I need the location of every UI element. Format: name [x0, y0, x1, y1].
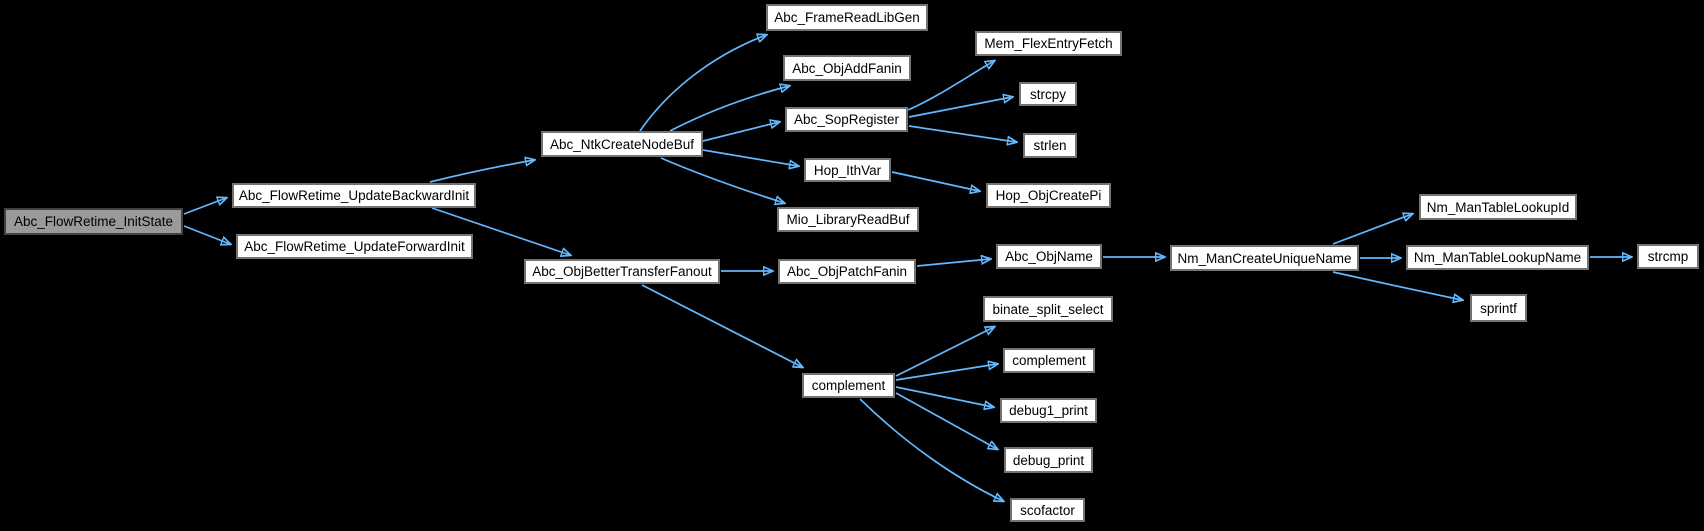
- edge-sopregister-memflexentryfetch: [907, 61, 994, 111]
- node-nm-mancreateuniquename[interactable]: Nm_ManCreateUniqueName: [1170, 245, 1359, 271]
- edge-sopregister-strlen: [908, 125, 1016, 142]
- node-abc-flowretime-initstate: Abc_FlowRetime_InitState: [4, 208, 183, 235]
- node-abc-ntkcreatenodebuf[interactable]: Abc_NtkCreateNodeBuf: [541, 131, 703, 157]
- edge-initstate-updatebackwardinit: [183, 198, 226, 215]
- node-complement-2[interactable]: complement: [1003, 348, 1095, 373]
- node-abc-objbettertransferfanout[interactable]: Abc_ObjBetterTransferFanout: [524, 259, 720, 284]
- edge-ntkcreatenodebuf-hopithvar: [702, 149, 798, 166]
- edge-complement-scofactor: [859, 398, 1003, 501]
- node-hop-objcreatepi[interactable]: Hop_ObjCreatePi: [986, 183, 1111, 208]
- edge-objpatchfanin-objname: [916, 259, 990, 267]
- edge-complement-binatesplitselect: [895, 327, 994, 377]
- edge-ntkcreatenodebuf-objaddfanin: [669, 86, 789, 132]
- node-abc-framereadlibgen[interactable]: Abc_FrameReadLibGen: [766, 4, 928, 31]
- node-complement[interactable]: complement: [802, 373, 895, 398]
- edge-hopithvar-hopobjcreatepi: [891, 171, 979, 191]
- node-debug1-print[interactable]: debug1_print: [1000, 398, 1097, 423]
- edge-objbettertransferfanout-complement: [641, 284, 802, 367]
- node-abc-sopregister[interactable]: Abc_SopRegister: [785, 107, 908, 132]
- node-strcmp[interactable]: strcmp: [1637, 244, 1699, 269]
- edge-complement-debugprint: [895, 392, 997, 449]
- node-strlen[interactable]: strlen: [1023, 133, 1077, 158]
- edge-complement-complement2: [895, 364, 997, 381]
- node-strcpy[interactable]: strcpy: [1019, 82, 1077, 106]
- node-abc-objname[interactable]: Abc_ObjName: [996, 244, 1102, 269]
- node-hop-ithvar[interactable]: Hop_IthVar: [804, 158, 891, 182]
- node-abc-objpatchfanin[interactable]: Abc_ObjPatchFanin: [778, 259, 916, 284]
- node-scofactor[interactable]: scofactor: [1010, 498, 1085, 522]
- node-nm-mantablelookupid[interactable]: Nm_ManTableLookupId: [1419, 194, 1577, 220]
- edge-sopregister-strcpy: [908, 97, 1012, 118]
- node-binate-split-select[interactable]: binate_split_select: [983, 296, 1113, 322]
- node-abc-objaddfanin[interactable]: Abc_ObjAddFanin: [783, 55, 911, 81]
- node-nm-mantablelookupname[interactable]: Nm_ManTableLookupName: [1406, 245, 1589, 270]
- edge-initstate-updateforwardinit: [183, 225, 230, 244]
- edge-updatebackwardinit-ntkcreatenodebuf: [429, 160, 534, 183]
- edge-ntkcreatenodebuf-sopregister: [702, 122, 779, 142]
- edge-nmmancreateuniquename-sprintf: [1332, 271, 1462, 300]
- edge-ntkcreatenodebuf-framereadlibgen: [639, 35, 766, 132]
- node-mio-libraryreadbuf[interactable]: Mio_LibraryReadBuf: [777, 207, 919, 232]
- node-debug-print[interactable]: debug_print: [1004, 447, 1093, 473]
- node-mem-flexentryfetch[interactable]: Mem_FlexEntryFetch: [975, 31, 1122, 56]
- edge-complement-debug1print: [895, 386, 993, 407]
- edge-updatebackwardinit-objbettertransferfanout: [431, 207, 570, 255]
- node-sprintf[interactable]: sprintf: [1470, 294, 1527, 322]
- node-abc-flowretime-updateforwardinit[interactable]: Abc_FlowRetime_UpdateForwardInit: [236, 234, 473, 259]
- node-abc-flowretime-updatebackwardinit[interactable]: Abc_FlowRetime_UpdateBackwardInit: [232, 183, 476, 208]
- edge-ntkcreatenodebuf-miolibraryreadbuf: [660, 157, 784, 203]
- edge-nmmancreateuniquename-nmmantablelookupid: [1332, 214, 1412, 245]
